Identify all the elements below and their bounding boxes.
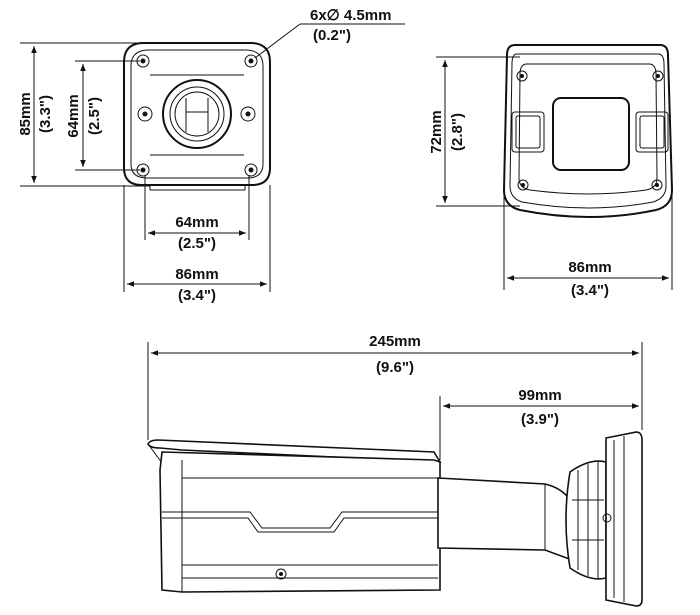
back-plate-outline bbox=[123, 42, 271, 186]
back-height-label: 85mm bbox=[17, 92, 34, 135]
hole-vertical-label: 64mm bbox=[65, 94, 82, 137]
hole-horizontal-label: 64mm bbox=[175, 214, 218, 231]
back-plate-inner-outline bbox=[130, 49, 264, 179]
front-view: 72mm (2.8") 86mm (3.4") bbox=[428, 44, 674, 299]
front-height-label: 72mm bbox=[428, 110, 445, 153]
bracket-length-inch-label: (3.9") bbox=[521, 411, 559, 428]
side-view: 245mm (9.6") 99mm (3.9") bbox=[147, 333, 643, 607]
body-screw-icon bbox=[275, 568, 287, 580]
ball-joint bbox=[565, 460, 607, 580]
hole-spec-label: 6x∅ 4.5mm bbox=[310, 7, 391, 24]
front-width-inch-label: (3.4") bbox=[571, 282, 609, 299]
back-width-inch-label: (3.4") bbox=[178, 287, 216, 304]
back-view: 6x∅ 4.5mm (0.2") 85mm (3.3") 64mm (2.5")… bbox=[17, 7, 405, 304]
side-length-label: 245mm bbox=[369, 333, 421, 350]
ir-led-right-icon bbox=[635, 111, 669, 153]
side-length-inch-label: (9.6") bbox=[376, 359, 414, 376]
bracket-length-label: 99mm bbox=[518, 387, 561, 404]
mount-hole-icon bbox=[136, 54, 258, 177]
front-height-inch-label: (2.8") bbox=[449, 113, 466, 151]
hole-horizontal-inch-label: (2.5") bbox=[178, 235, 216, 252]
lens-window bbox=[552, 97, 630, 171]
hole-vertical-inch-label: (2.5") bbox=[86, 97, 103, 135]
front-width-label: 86mm bbox=[568, 259, 611, 276]
screw-icon bbox=[516, 70, 664, 191]
camera-body bbox=[159, 451, 441, 593]
bracket-arm bbox=[437, 477, 573, 562]
back-height-inch-label: (3.3") bbox=[37, 95, 54, 133]
conduit-ring bbox=[162, 79, 232, 149]
hole-spec-inch-label: (0.2") bbox=[313, 27, 351, 44]
ir-led-left-icon bbox=[511, 111, 545, 153]
back-width-label: 86mm bbox=[175, 266, 218, 283]
front-housing-outline bbox=[502, 44, 674, 218]
